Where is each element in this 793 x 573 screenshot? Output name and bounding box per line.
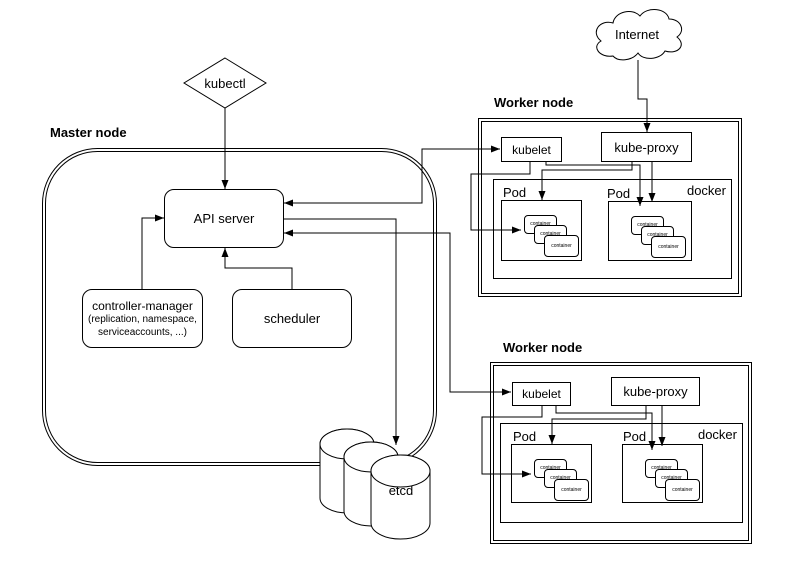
container-box: container [544,235,579,257]
controller-manager-to-api-arrow [141,214,164,289]
kube-proxy-label: kube-proxy [623,384,688,399]
worker2-label: Worker node [503,340,583,355]
controller-manager-sub1: (replication, namespace, [88,313,197,325]
controller-manager-node: controller-manager (replication, namespa… [82,289,203,348]
container-box: container [651,236,686,258]
kube-proxy2-to-pod1-arrow [548,406,647,444]
worker2-docker-box: docker [500,423,743,523]
kubelet1-to-containers-arrow [470,161,531,234]
api-to-etcd-arrow [284,218,400,445]
internet-cloud [595,9,683,61]
scheduler-to-api-arrow [221,248,293,289]
worker2-pod2-box [622,444,703,503]
etcd-label: etcd [388,483,414,498]
kube-proxy-label: kube-proxy [614,139,679,155]
etcd-cylinders [319,428,431,540]
worker2-kube-proxy-node: kube-proxy [611,377,700,406]
api-kubelet1-arrow [284,145,500,207]
kubelet-label: kubelet [522,387,561,401]
worker1-pod1-label: Pod [503,185,527,200]
kubelet2-to-containers-arrow [481,405,543,478]
worker1-pod2-box [608,201,692,261]
worker1-label: Worker node [494,95,574,110]
kubelet1-to-pod2-arrow [545,161,644,206]
scheduler-node: scheduler [232,289,352,348]
kubectl-label: kubectl [204,76,246,91]
kubelet-label: kubelet [512,142,551,157]
worker2-pod1-label: Pod [513,429,537,444]
worker1-kubelet-node: kubelet [501,137,562,162]
worker1-pod2-label: Pod [607,186,631,201]
api-server-label: API server [193,211,255,226]
worker1-box [478,118,742,297]
internet-label: Internet [614,27,660,42]
controller-manager-sub2: serviceaccounts, ...) [98,326,187,338]
api-kubelet2-arrow [284,229,511,396]
container-box: container [554,479,589,501]
worker2-kubelet-node: kubelet [512,382,571,406]
scheduler-label: scheduler [263,311,321,326]
worker2-pod2-label: Pod [623,429,647,444]
worker1-pod1-box [501,200,582,261]
master-node-label: Master node [50,125,127,140]
docker-label: docker [686,183,726,198]
api-server-node: API server [164,189,284,248]
container-box: container [665,479,700,501]
worker1-docker-box: docker [493,179,732,279]
kube-proxy1-to-pod1-arrow [538,162,633,200]
worker1-kube-proxy-node: kube-proxy [601,132,692,162]
worker2-pod1-box [511,444,592,503]
internet-to-kube-proxy-arrow [637,60,651,132]
kubelet2-to-pod2-arrow [555,405,656,450]
worker2-box [490,362,752,544]
controller-manager-label: controller-manager [92,298,193,313]
docker-label: docker [697,427,737,442]
